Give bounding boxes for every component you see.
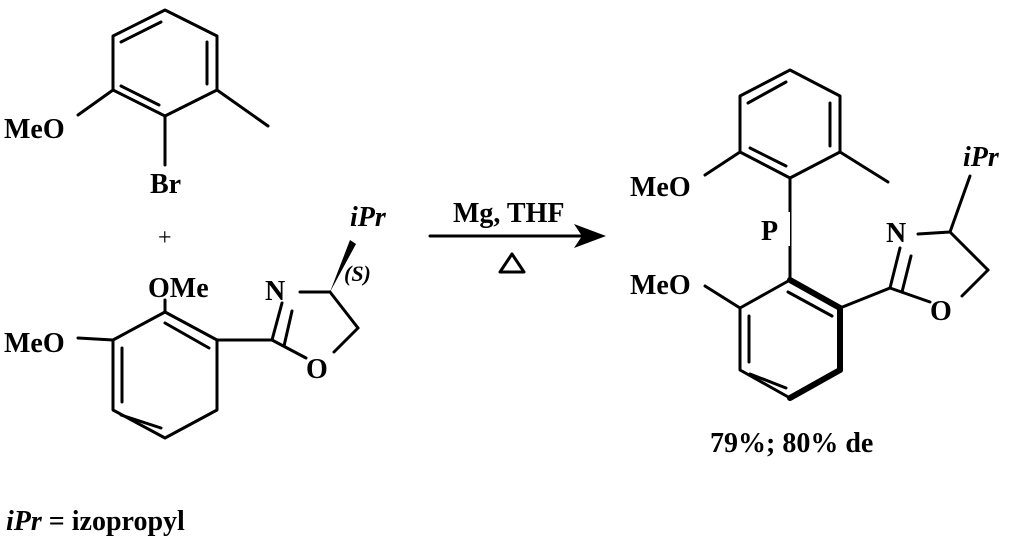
reactant-1: MeO Br: [4, 8, 270, 200]
reactant-2-isopropyl-label: iPr: [350, 202, 387, 233]
product-lower-inner-bond-b: [786, 290, 834, 318]
reactant-2-oxygen-label: O: [306, 354, 328, 385]
reactant-1-bromo-label: Br: [150, 169, 181, 200]
product-upper-ring: [738, 68, 842, 180]
reactant-2-nitrogen-label: N: [265, 276, 285, 307]
footnote-abbreviation: iPr: [6, 506, 43, 537]
reactant-2-methoxy-top-label: OMe: [148, 273, 209, 304]
reactant-2-inner-bond-b: [119, 413, 163, 430]
reactant-1-methoxy-bond: [76, 88, 115, 117]
product-c-n-double-bond-a: [888, 246, 902, 290]
reactant-2-c-n-double-bond-a: [270, 301, 284, 342]
product-nitrogen-label: N: [886, 218, 906, 249]
product-oxygen-label: O: [930, 296, 952, 327]
heat-symbol: [498, 252, 526, 274]
reactant-2-stereo-wedge: [330, 240, 356, 292]
reactant-2-o-c2-bond: [270, 338, 308, 360]
product-lower-bold-bond-a: [787, 277, 843, 311]
product-aryl-oxazoline-bond: [838, 286, 892, 310]
product: MeO P MeO N O iPr 79%; 80% de: [630, 68, 1000, 459]
reactant-1-methyl-bond: [215, 88, 270, 128]
product-phosphorus-label: P: [761, 216, 778, 247]
product-o-c2-bond: [888, 286, 932, 304]
reactant-2-c4-c5-bond: [328, 290, 360, 330]
plus-sign: +: [158, 225, 172, 251]
product-c5-o-bond: [960, 268, 990, 298]
reaction-conditions: Mg, THF: [453, 198, 564, 229]
reactant-2-c-n-double-bond-b: [282, 309, 294, 348]
product-methoxy-upper-label: MeO: [630, 172, 691, 203]
product-yield: 79%; 80% de: [710, 428, 873, 459]
product-upper-inner-bond-c: [748, 146, 788, 168]
product-upper-methoxy-bond: [703, 150, 742, 177]
product-lower-inner-bond-c: [748, 372, 788, 390]
reactant-2-ring: [111, 310, 219, 440]
product-upper-methyl-bond: [838, 150, 890, 184]
product-c-n-double-bond-b: [900, 254, 913, 294]
reactant-2-methoxy-left-bond: [76, 336, 115, 342]
product-upper-inner-bond-a: [746, 80, 788, 105]
reactant-2-stereo-label: (S): [344, 261, 371, 286]
reactant-2-c5-o-bond: [332, 326, 360, 354]
reactant-2-inner-bond-c: [163, 321, 211, 350]
product-phosphorus-mask: [760, 212, 790, 246]
reaction-arrow-group: Mg, THF: [428, 198, 606, 274]
product-isopropyl-label: iPr: [963, 142, 1000, 173]
reaction-arrow-head: [574, 224, 606, 248]
reactant-2-methoxy-left-label: MeO: [4, 328, 65, 359]
abbreviation-footnote: iPr = izopropyl: [6, 506, 185, 537]
product-methoxy-lower-label: MeO: [630, 270, 691, 301]
reactant-1-inner-bond-c: [119, 84, 161, 107]
heat-symbol-text: △: [0, 0, 1, 1]
product-lower-bold-bond-c: [787, 367, 843, 401]
reactant-1-inner-bond-a: [119, 20, 163, 44]
product-c4-c5-bond: [948, 230, 990, 272]
product-n-c4-bond: [916, 230, 952, 236]
reactant-1-methoxy-label: MeO: [4, 114, 65, 145]
product-lower-methoxy-bond: [703, 284, 742, 310]
reactant-2: OMe MeO N O iPr (S): [4, 202, 387, 440]
reactant-1-ring: [111, 8, 219, 118]
footnote-definition: = izopropyl: [42, 506, 185, 537]
product-c4-isopropyl-bond: [948, 174, 972, 234]
